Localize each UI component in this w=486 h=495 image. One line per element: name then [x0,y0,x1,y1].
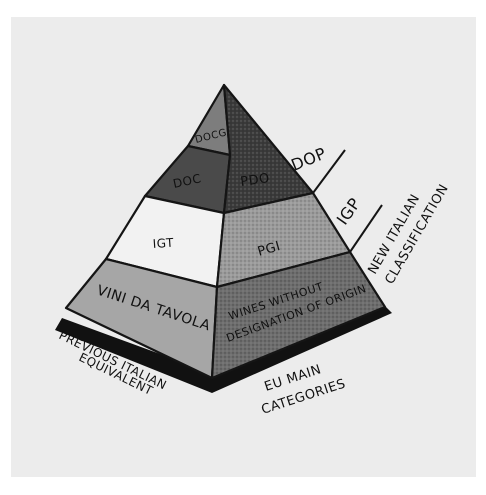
igp-label: IGP [333,194,365,228]
dop-label: DOP [288,144,329,175]
tier-pdo-shape [224,85,313,213]
tier-igt-label: IGT [152,236,174,251]
tier-docg-shape [188,85,230,155]
